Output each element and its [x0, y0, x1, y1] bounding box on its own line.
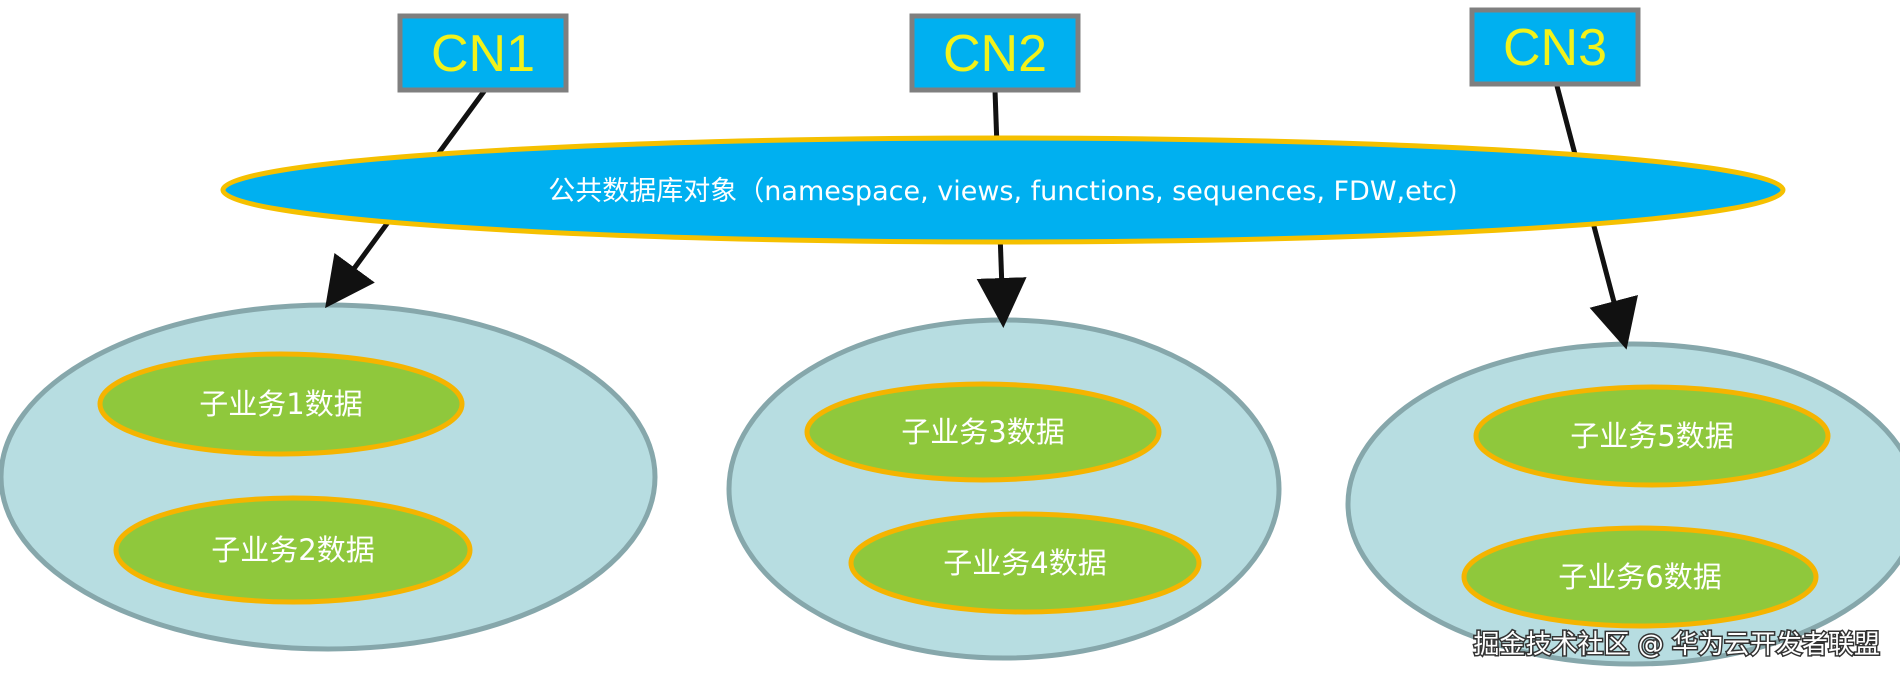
- cn-box-1-rect: [397, 13, 569, 93]
- cn-box-2: CN2: [909, 13, 1081, 93]
- cn-box-3-rect: [1469, 7, 1641, 87]
- cn-label-3: CN3: [1503, 19, 1607, 77]
- shared-objects-label: 公共数据库对象（namespace, views, functions, seq…: [548, 176, 1457, 207]
- cn-label-2: CN2: [943, 25, 1047, 83]
- group-3-items: 子业务5数据 子业务6数据: [1461, 384, 1831, 629]
- cn-box-1: CN1: [397, 13, 569, 93]
- cn-box-3: CN3: [1469, 7, 1641, 87]
- sub-business-ellipse: [97, 351, 465, 457]
- sub-business-label: 子业务5数据: [1570, 419, 1733, 453]
- sub-business-label: 子业务4数据: [943, 546, 1106, 580]
- sub-business-ellipse: [113, 495, 473, 605]
- sub-business-label: 子业务1数据: [199, 387, 362, 421]
- sub-business-ellipse: [804, 381, 1162, 483]
- sub-business-label: 子业务6数据: [1558, 560, 1721, 594]
- watermark: 掘金技术社区 @ 华为云开发者联盟: [1473, 630, 1880, 660]
- group-2-items: 子业务3数据 子业务4数据: [804, 381, 1202, 615]
- shared-objects-ellipse: [220, 135, 1786, 245]
- cn-label-1: CN1: [431, 25, 535, 83]
- sub-business-ellipse: [1461, 525, 1819, 629]
- sub-business-label: 子业务3数据: [901, 415, 1064, 449]
- group-1-items: 子业务1数据 子业务2数据: [97, 351, 473, 605]
- cn-box-2-rect: [909, 13, 1081, 93]
- sub-business-ellipse: [848, 511, 1202, 615]
- sub-business-ellipse: [1473, 384, 1831, 488]
- sub-business-label: 子业务2数据: [211, 533, 374, 567]
